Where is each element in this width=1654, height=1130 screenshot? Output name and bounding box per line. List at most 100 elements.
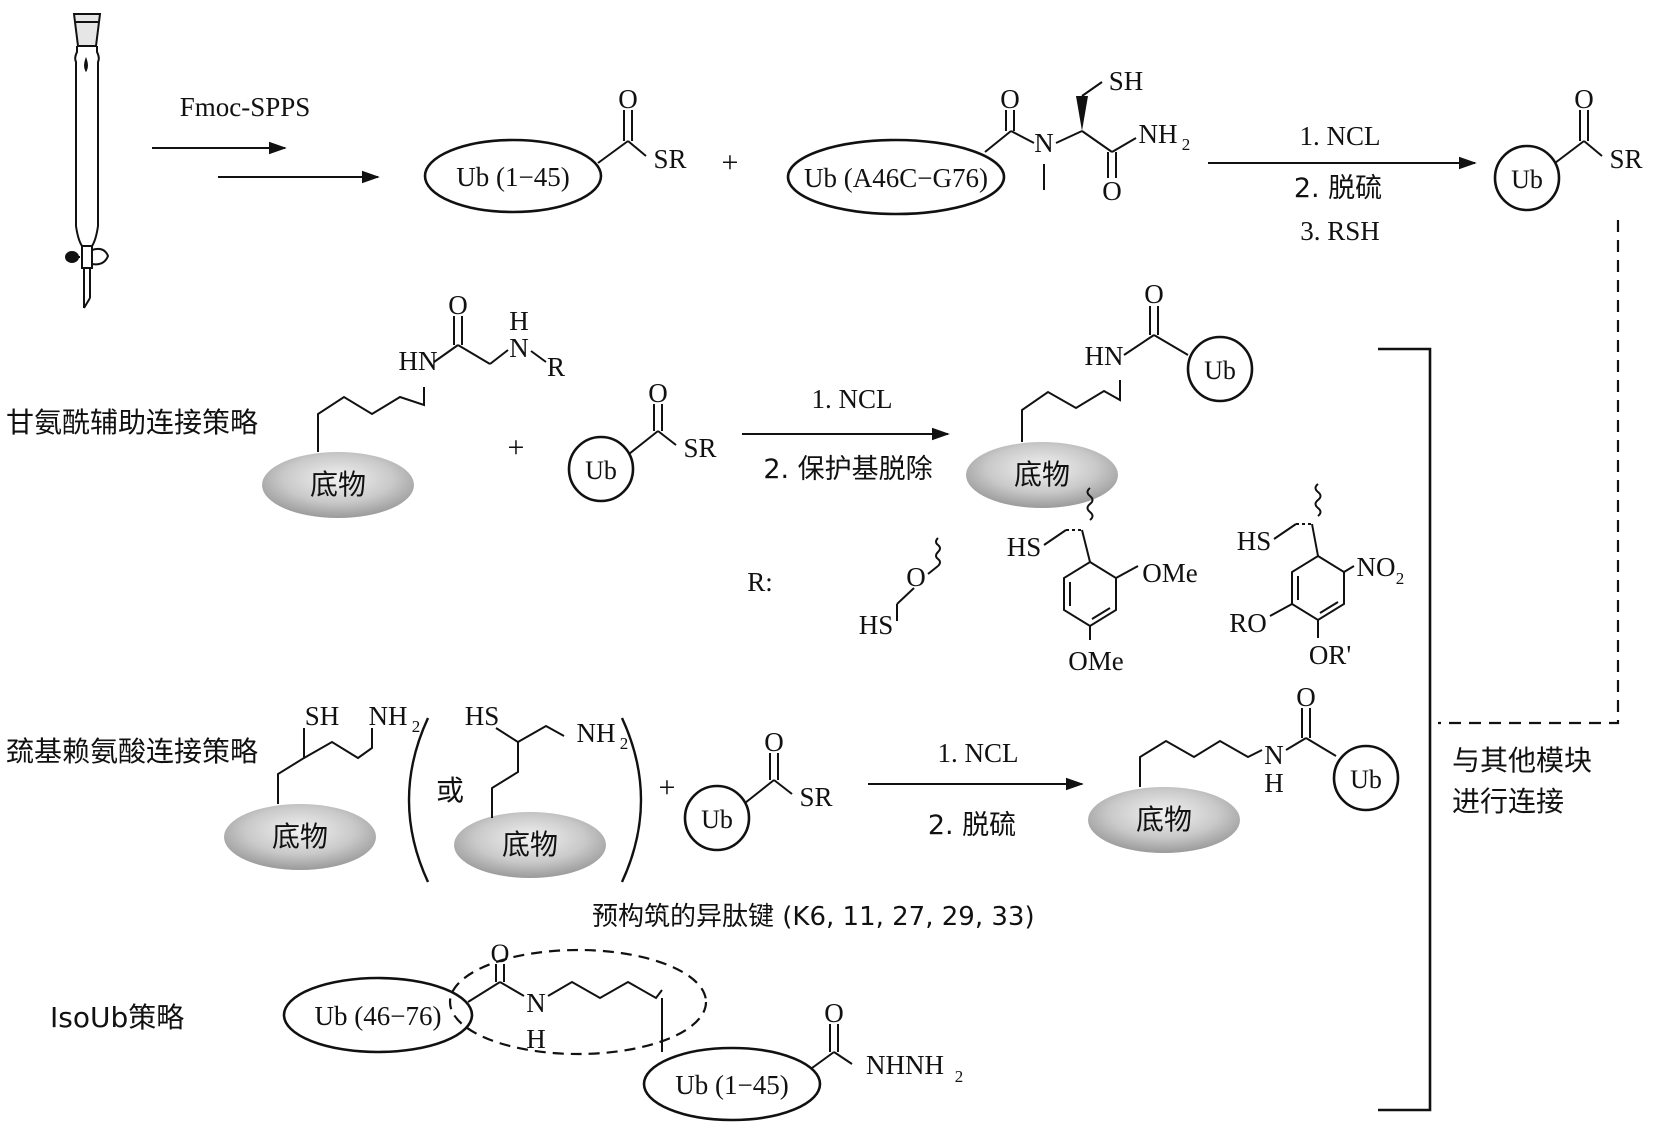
substrate-ellipse — [262, 452, 414, 518]
svg-text:HN: HN — [1085, 341, 1124, 371]
bracket-label-line1: 与其他模块 — [1452, 744, 1592, 777]
svg-text:O: O — [648, 378, 668, 408]
r-group-dimethoxybenzyl: HS OMe OMe — [1007, 487, 1198, 676]
svg-text:Ub: Ub — [585, 456, 617, 485]
isopeptide-highlight — [448, 948, 708, 1056]
svg-text:SR: SR — [1609, 144, 1642, 174]
svg-text:SR: SR — [799, 782, 832, 812]
svg-text:N: N — [1034, 128, 1054, 158]
svg-text:2: 2 — [1396, 569, 1405, 588]
svg-text:H: H — [509, 306, 529, 336]
top-step-1: 1. NCL — [1300, 121, 1381, 151]
thiolysine-substrate-b: 底物 HS NH 2 — [454, 701, 628, 878]
svg-text:O: O — [824, 998, 844, 1028]
ub-fragment-label: Ub (1−45) — [456, 162, 569, 192]
svg-text:Ub: Ub — [1511, 165, 1543, 194]
or-label: 或 — [436, 774, 464, 807]
svg-text:O: O — [491, 939, 510, 968]
glycine-product: 底物 HN O Ub — [966, 279, 1254, 508]
ub-thioester-reagent: Ub O SR — [567, 378, 717, 503]
substrate-ellipse — [966, 442, 1118, 508]
plus-sign: + — [722, 146, 739, 179]
svg-text:O: O — [1574, 84, 1594, 114]
svg-text:NH: NH — [1139, 119, 1178, 149]
svg-text:底物: 底物 — [1136, 803, 1192, 836]
svg-text:Ub (1−45): Ub (1−45) — [675, 1070, 788, 1100]
svg-text:Ub: Ub — [1350, 765, 1382, 794]
spps-column-icon — [65, 13, 110, 309]
glycine-strategy-title: 甘氨酰辅助连接策略 — [6, 406, 258, 439]
svg-text:RO: RO — [1229, 608, 1267, 638]
svg-text:2: 2 — [620, 734, 629, 753]
fmoc-spps-label: Fmoc-SPPS — [180, 92, 311, 122]
svg-text:底物: 底物 — [502, 828, 558, 861]
svg-text:N: N — [526, 988, 546, 1018]
svg-text:NHNH: NHNH — [866, 1050, 944, 1080]
glycine-step-2: 2. 保护基脱除 — [763, 454, 932, 485]
svg-text:SR: SR — [683, 433, 716, 463]
ub-1-45-thioester: Ub (1−45) O SR — [423, 84, 687, 214]
isopeptide-note: 预构筑的异肽键 (K6, 11, 27, 29, 33) — [592, 902, 1035, 932]
svg-text:H: H — [526, 1024, 546, 1054]
svg-text:HN: HN — [399, 346, 438, 376]
thiolysine-substrate-a: 底物 SH NH 2 — [224, 701, 420, 870]
plus-sign: + — [508, 431, 525, 464]
thiolysine-product: 底物 N H O Ub — [1088, 682, 1400, 853]
svg-text:N: N — [1264, 740, 1284, 770]
svg-text:N: N — [509, 333, 529, 363]
svg-text:O: O — [448, 290, 468, 320]
svg-text:Ub: Ub — [701, 805, 733, 834]
substrate-ellipse — [1088, 787, 1240, 853]
svg-text:底物: 底物 — [272, 820, 328, 853]
svg-text:HS: HS — [859, 610, 894, 640]
svg-text:NH: NH — [369, 701, 408, 731]
svg-text:底物: 底物 — [310, 468, 366, 501]
thiolysine-step-1: 1. NCL — [938, 738, 1019, 768]
svg-text:NO: NO — [1357, 552, 1396, 582]
svg-text:底物: 底物 — [1014, 458, 1070, 491]
dashed-connector — [1438, 220, 1620, 725]
svg-text:NH: NH — [577, 718, 616, 748]
svg-text:2: 2 — [1182, 135, 1191, 154]
svg-text:OR': OR' — [1309, 640, 1351, 670]
svg-text:HS: HS — [465, 701, 500, 731]
svg-text:O: O — [764, 727, 784, 757]
top-step-2: 2. 脱硫 — [1294, 173, 1382, 204]
svg-text:R: R — [547, 352, 565, 382]
svg-text:Ub (46−76): Ub (46−76) — [315, 1001, 442, 1031]
svg-text:OMe: OMe — [1068, 646, 1124, 676]
thiolysine-step-2: 2. 脱硫 — [928, 810, 1016, 841]
svg-text:O: O — [906, 562, 926, 592]
right-bracket — [1378, 347, 1432, 1112]
svg-text:O: O — [1144, 279, 1164, 309]
svg-text:2: 2 — [412, 717, 421, 736]
ub-fragment-oval — [423, 138, 603, 214]
glycine-step-1: 1. NCL — [812, 384, 893, 414]
r-group-thioethoxy: HS O — [859, 537, 941, 640]
svg-text:O: O — [1102, 176, 1122, 206]
ub-a46c-g76-fragment: Ub (A46C−G76) O N SH O NH 2 — [786, 66, 1191, 216]
substrate-ellipse — [454, 812, 606, 878]
svg-text:O: O — [1000, 84, 1020, 114]
svg-text:HS: HS — [1237, 526, 1272, 556]
r-group-nitrobenzyl: HS NO 2 RO OR' — [1229, 483, 1405, 670]
top-step-3: 3. RSH — [1300, 216, 1380, 246]
ub-fragment-label: Ub (A46C−G76) — [804, 163, 988, 193]
thiolysine-strategy-title: 巯基赖氨酸连接策略 — [6, 735, 258, 768]
r-groups-label: R: — [747, 567, 773, 597]
svg-text:H: H — [1264, 768, 1284, 798]
plus-sign: + — [659, 771, 676, 804]
left-paren — [407, 717, 430, 883]
svg-text:SR: SR — [653, 144, 686, 174]
svg-text:2: 2 — [955, 1067, 964, 1086]
svg-text:SH: SH — [1109, 66, 1144, 96]
svg-text:O: O — [618, 84, 638, 114]
svg-text:HS: HS — [1007, 532, 1042, 562]
bracket-label-line2: 进行连接 — [1452, 785, 1564, 818]
ub-thioester-reagent: Ub O SR — [683, 727, 833, 852]
svg-text:Ub: Ub — [1204, 356, 1236, 385]
svg-text:SH: SH — [305, 701, 340, 731]
ub-thioester-product: Ub O SR — [1493, 84, 1643, 212]
svg-text:O: O — [1296, 682, 1316, 712]
